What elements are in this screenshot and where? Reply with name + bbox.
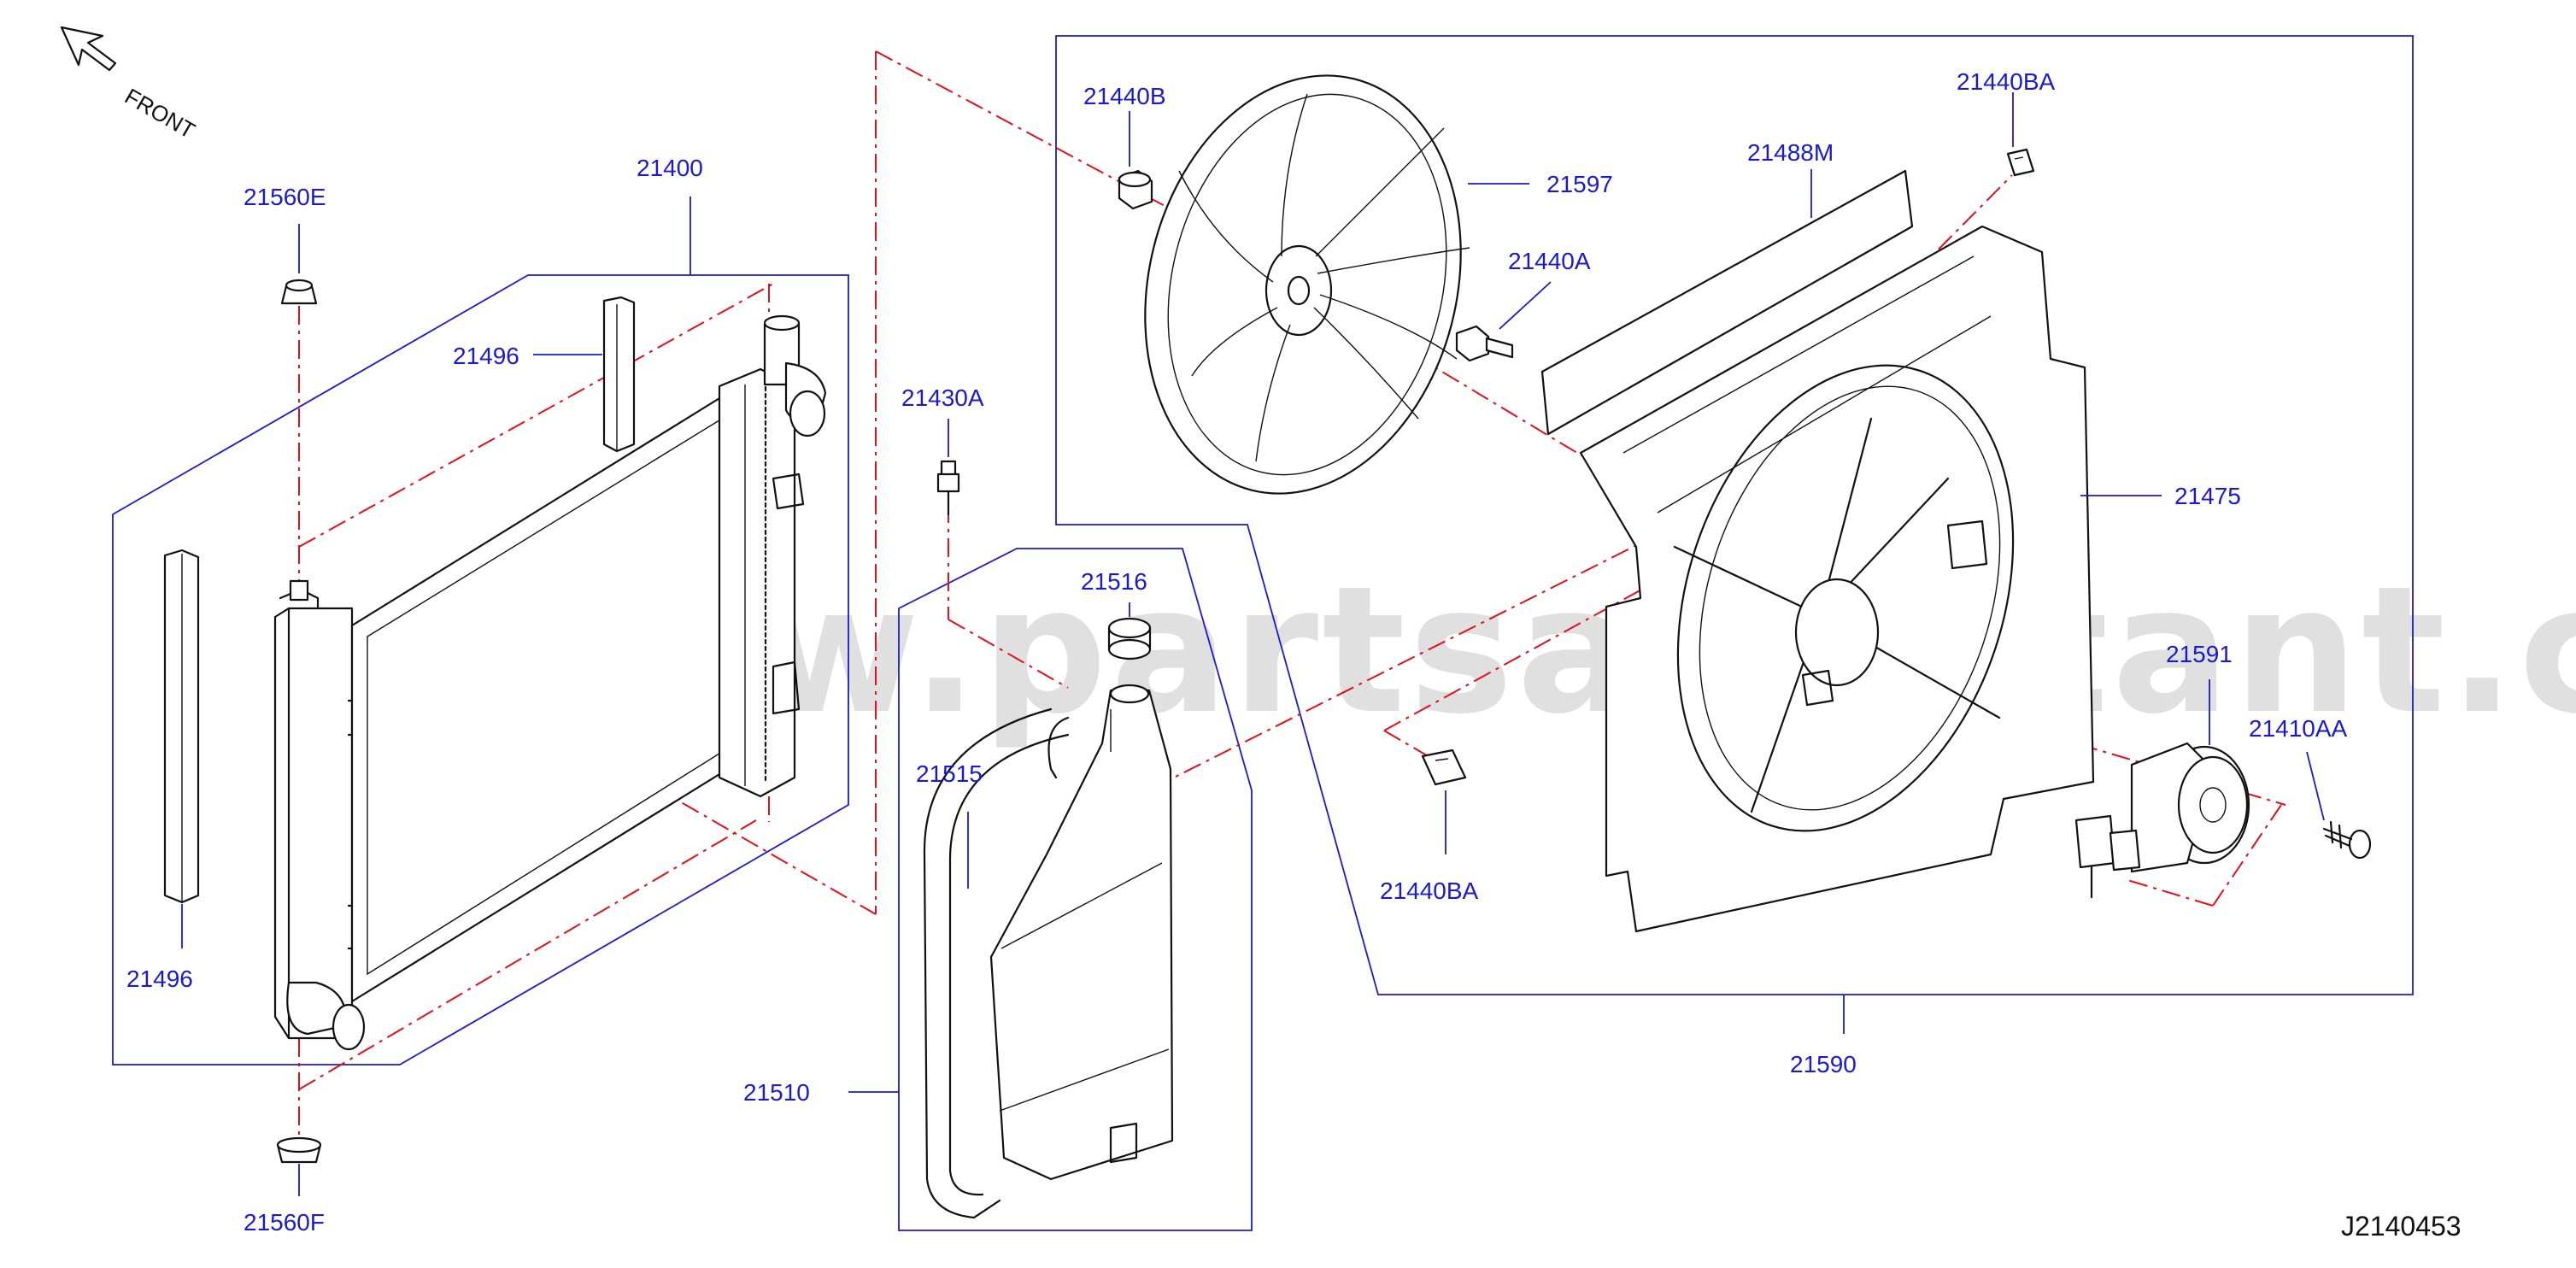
fan-motor: [2074, 742, 2250, 899]
callout-21510: 21510: [743, 1079, 810, 1106]
callout-21440BA-upper: 21440BA: [1957, 68, 2056, 95]
fan-shroud: [1579, 225, 2095, 933]
callout-21590: 21590: [1790, 1051, 1857, 1077]
rubber-cap-lower: [276, 1136, 322, 1164]
callout-21560F: 21560F: [244, 1209, 325, 1236]
rubber-cap-upper: [280, 279, 318, 305]
front-label: FRONT: [120, 83, 200, 144]
callout-21475: 21475: [2174, 483, 2241, 509]
callout-21515: 21515: [916, 760, 983, 787]
callout-21496-upper: 21496: [453, 343, 519, 369]
fan-nut: [1118, 169, 1153, 210]
reservoir-tank: [989, 684, 1174, 1181]
reservoir-bolt: [936, 460, 960, 516]
callout-21400: 21400: [637, 155, 703, 181]
seal-strip-lower: [163, 549, 200, 904]
leader-lines: [181, 92, 2325, 1196]
fan-group-box: [1055, 35, 2414, 995]
shroud-clip-lower: [1421, 748, 1467, 786]
radiator-group-box: [112, 274, 849, 1065]
front-arrow-icon: [60, 26, 117, 72]
reservoir-cap: [1107, 617, 1152, 660]
callout-21496-lower: 21496: [126, 966, 193, 992]
motor-screw: [2322, 820, 2372, 860]
callout-21430A: 21430A: [901, 385, 984, 411]
reservoir-group-box: [898, 548, 1253, 1231]
callout-21440B: 21440B: [1083, 83, 1166, 109]
callout-21591: 21591: [2166, 641, 2233, 667]
callout-21440BA-lower: 21440BA: [1380, 878, 1479, 904]
reservoir-hose: [923, 707, 1070, 1219]
shroud-bolt: [1455, 325, 1514, 362]
drawing-code: J2140453: [2341, 1211, 2462, 1242]
callout-21516: 21516: [1081, 568, 1147, 595]
callout-21488M: 21488M: [1747, 139, 1834, 166]
callout-21440A: 21440A: [1508, 248, 1591, 274]
callout-21597: 21597: [1546, 171, 1613, 197]
shroud-clip-upper: [2006, 148, 2035, 177]
fan-blade: [1144, 74, 1470, 495]
callout-21560E: 21560E: [244, 184, 326, 210]
callout-21410AA: 21410AA: [2249, 715, 2348, 742]
radiator: [273, 314, 827, 1051]
shroud-seal: [1540, 169, 1914, 436]
seal-strip-upper: [602, 296, 636, 453]
